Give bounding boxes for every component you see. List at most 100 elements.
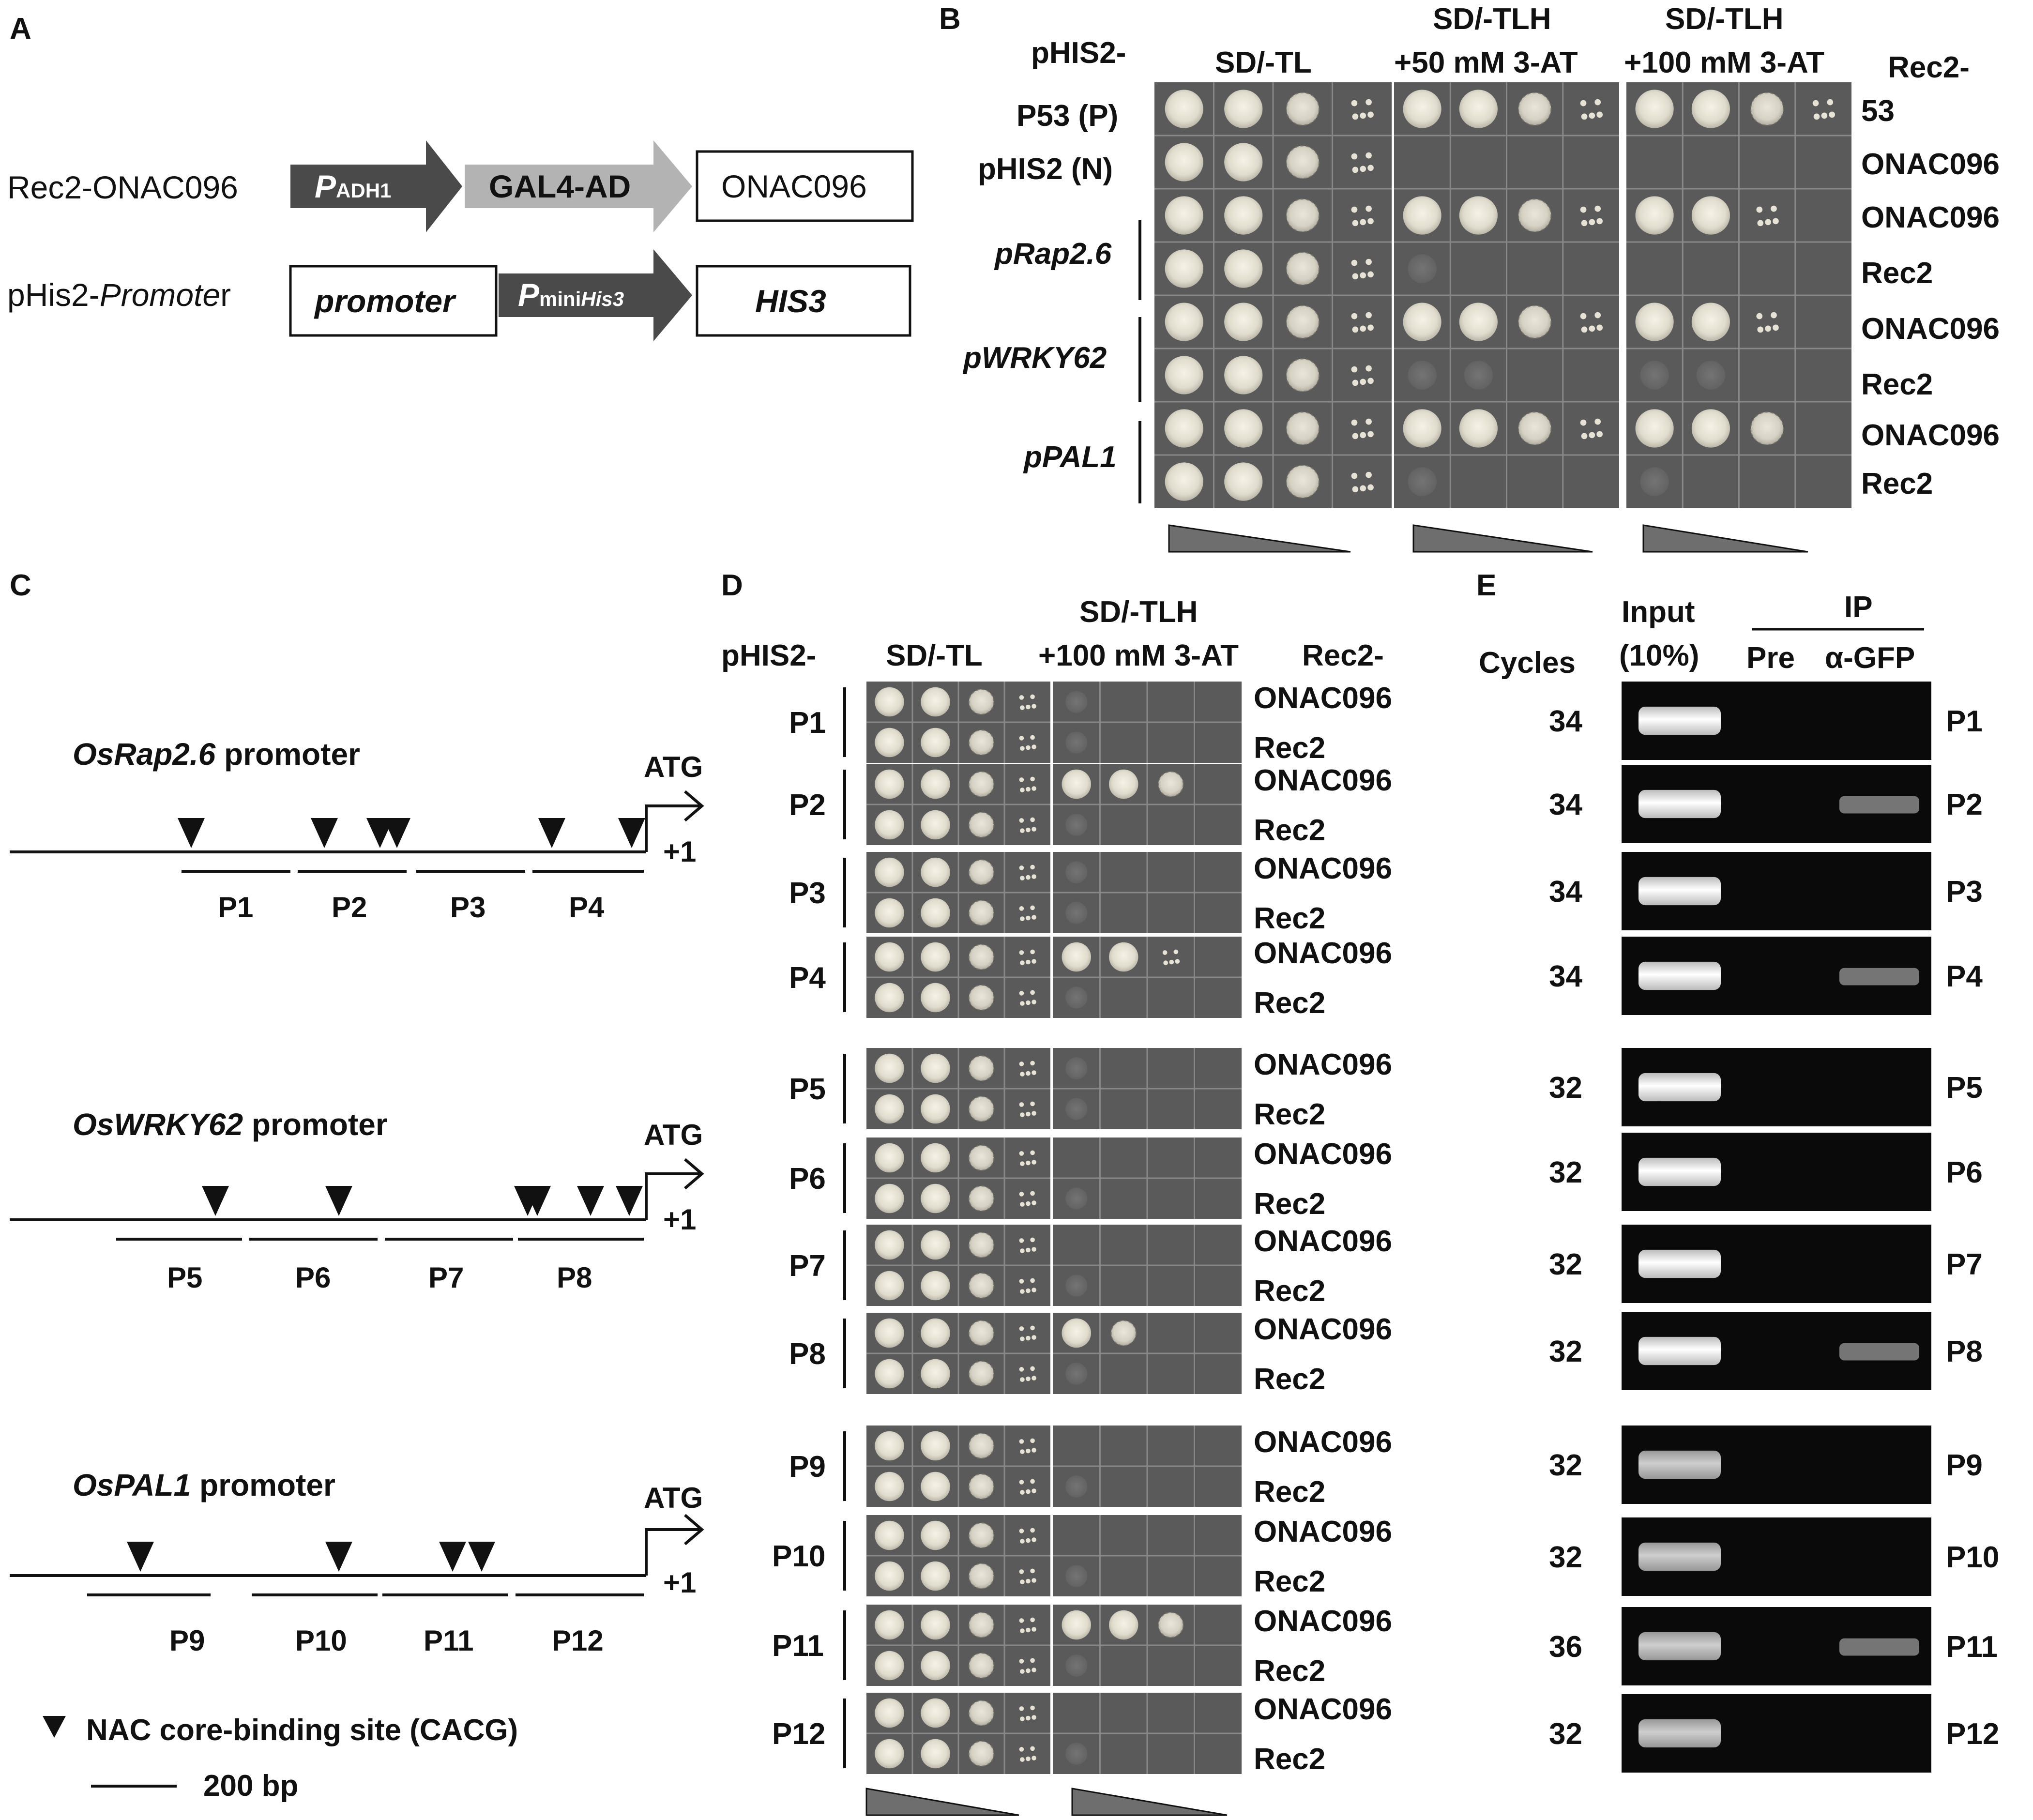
yeast-spot — [1365, 205, 1372, 212]
d-row-label: P12 — [772, 1717, 825, 1751]
yeast-spot — [1691, 303, 1730, 341]
e-cycles-value: 34 — [1549, 875, 1582, 909]
d-rec2-header: Rec2- — [1302, 639, 1384, 672]
yeast-spot — [1062, 1610, 1091, 1640]
gel-band-input — [1639, 706, 1721, 735]
yeast-spot — [1360, 432, 1366, 439]
yeast-spot — [1026, 875, 1031, 880]
yeast-spot — [1030, 864, 1035, 870]
yeast-spot — [1065, 861, 1088, 883]
c-promoter-title-3: OsPAL1 promoter — [73, 1468, 335, 1502]
yeast-spot — [1286, 412, 1319, 445]
yeast-spot — [1352, 326, 1359, 333]
yeast-spot — [969, 1232, 994, 1258]
c-frag-label: P9 — [169, 1624, 205, 1657]
yeast-spot — [1019, 695, 1024, 700]
yeast-spot — [1367, 165, 1374, 171]
yeast-spot — [1020, 1757, 1025, 1762]
yeast-spot — [921, 1651, 950, 1681]
c-plus1: +1 — [663, 1566, 696, 1599]
yeast-spot-edge — [968, 1653, 995, 1679]
d-col2-header-1: SD/-TLH — [1079, 595, 1198, 629]
yeast-spot — [1030, 1366, 1035, 1371]
d-row-rec2: Rec2 — [1254, 814, 1325, 847]
yeast-spot — [1019, 1238, 1024, 1243]
yeast-spot — [875, 1094, 904, 1124]
yeast-spot — [1365, 471, 1372, 478]
yeast-spot-edge — [968, 1741, 995, 1767]
yeast-spot — [1020, 1669, 1025, 1674]
yeast-spot — [921, 1094, 950, 1124]
yeast-spot — [1020, 1289, 1025, 1294]
yeast-spot — [1158, 1612, 1183, 1638]
padh1-label: PADH1 — [315, 168, 391, 204]
yeast-spot — [1367, 378, 1374, 384]
d-row-label: P1 — [789, 706, 826, 740]
yeast-spot-edge — [968, 1055, 995, 1081]
yeast-spot — [1360, 272, 1366, 279]
yeast-spot-edge — [968, 1361, 995, 1387]
yeast-spot — [1691, 90, 1730, 128]
yeast-spot-edge — [968, 985, 995, 1011]
yeast-spot — [1224, 409, 1263, 448]
nac-site-triangle-icon — [325, 1542, 352, 1572]
yeast-spot — [1019, 1618, 1024, 1623]
yeast-spot — [921, 1610, 950, 1640]
padh1-arrow — [290, 140, 462, 232]
yeast-spot — [875, 1143, 904, 1173]
yeast-spot — [921, 983, 950, 1013]
yeast-spot — [875, 983, 904, 1013]
c-frag-label: P6 — [295, 1261, 331, 1294]
yeast-spot — [1019, 1062, 1024, 1066]
rec2-onac096-label: Rec2-ONAC096 — [7, 169, 238, 205]
yeast-spot — [875, 898, 904, 928]
gel-band-ip — [1839, 1343, 1919, 1361]
yeast-spot — [1032, 1200, 1036, 1205]
yeast-spot-edge — [1286, 411, 1320, 445]
d-row-label: P9 — [789, 1450, 826, 1484]
yeast-spot — [875, 942, 904, 972]
yeast-spot — [1367, 218, 1374, 225]
c-atg: ATG — [644, 1482, 703, 1514]
yeast-spot — [1062, 1318, 1091, 1348]
yeast-spot — [969, 1474, 994, 1499]
yeast-spot-edge — [1286, 358, 1320, 392]
yeast-spot — [1020, 960, 1025, 965]
yeast-spot — [1030, 1617, 1035, 1623]
b-rec2-header: Rec2- — [1888, 51, 1970, 84]
c-frag-label: P3 — [450, 891, 485, 924]
e-fragment-label: P12 — [1946, 1717, 1999, 1751]
yeast-spot — [921, 942, 950, 972]
yeast-spot — [1019, 906, 1024, 911]
tss-arrowhead-icon — [684, 1158, 704, 1190]
yeast-spot — [969, 1523, 994, 1548]
e-fragment-label: P8 — [1946, 1335, 1983, 1368]
gel-band-input — [1639, 877, 1721, 906]
yeast-spot — [1594, 205, 1601, 212]
yeast-spot — [1165, 143, 1203, 182]
yeast-spot — [1367, 431, 1374, 438]
panel-d-y1h-fragments: pHIS2- SD/-TL SD/-TLH +100 mM 3-AT Rec2-… — [721, 595, 1392, 1816]
e-fragment-label: P7 — [1946, 1248, 1983, 1281]
yeast-spot — [1026, 1627, 1031, 1633]
yeast-spot — [1812, 100, 1819, 106]
yeast-spot — [1518, 412, 1551, 445]
yeast-spot — [1351, 206, 1358, 213]
yeast-spot — [1352, 379, 1359, 386]
yeast-spot — [1030, 1237, 1035, 1243]
gel-band-ip — [1839, 796, 1919, 814]
gel-band-input — [1639, 1249, 1721, 1278]
yeast-spot — [1365, 365, 1372, 372]
e-fragment-label: P5 — [1946, 1071, 1983, 1105]
e-cycles-value: 32 — [1549, 1541, 1582, 1574]
yeast-spot — [1026, 787, 1031, 792]
yeast-spot — [1365, 312, 1372, 318]
e-cycles-value: 32 — [1549, 1071, 1582, 1105]
yeast-spot-edge — [1750, 92, 1784, 126]
nac-site-triangle-icon — [439, 1542, 466, 1572]
yeast-spot-edge — [1286, 305, 1320, 339]
c-frag-label: P2 — [332, 891, 367, 924]
pminihis3-label: PminiHis3 — [518, 277, 624, 313]
gel-band-input — [1639, 1073, 1721, 1102]
e-fragment-label: P2 — [1946, 788, 1983, 821]
